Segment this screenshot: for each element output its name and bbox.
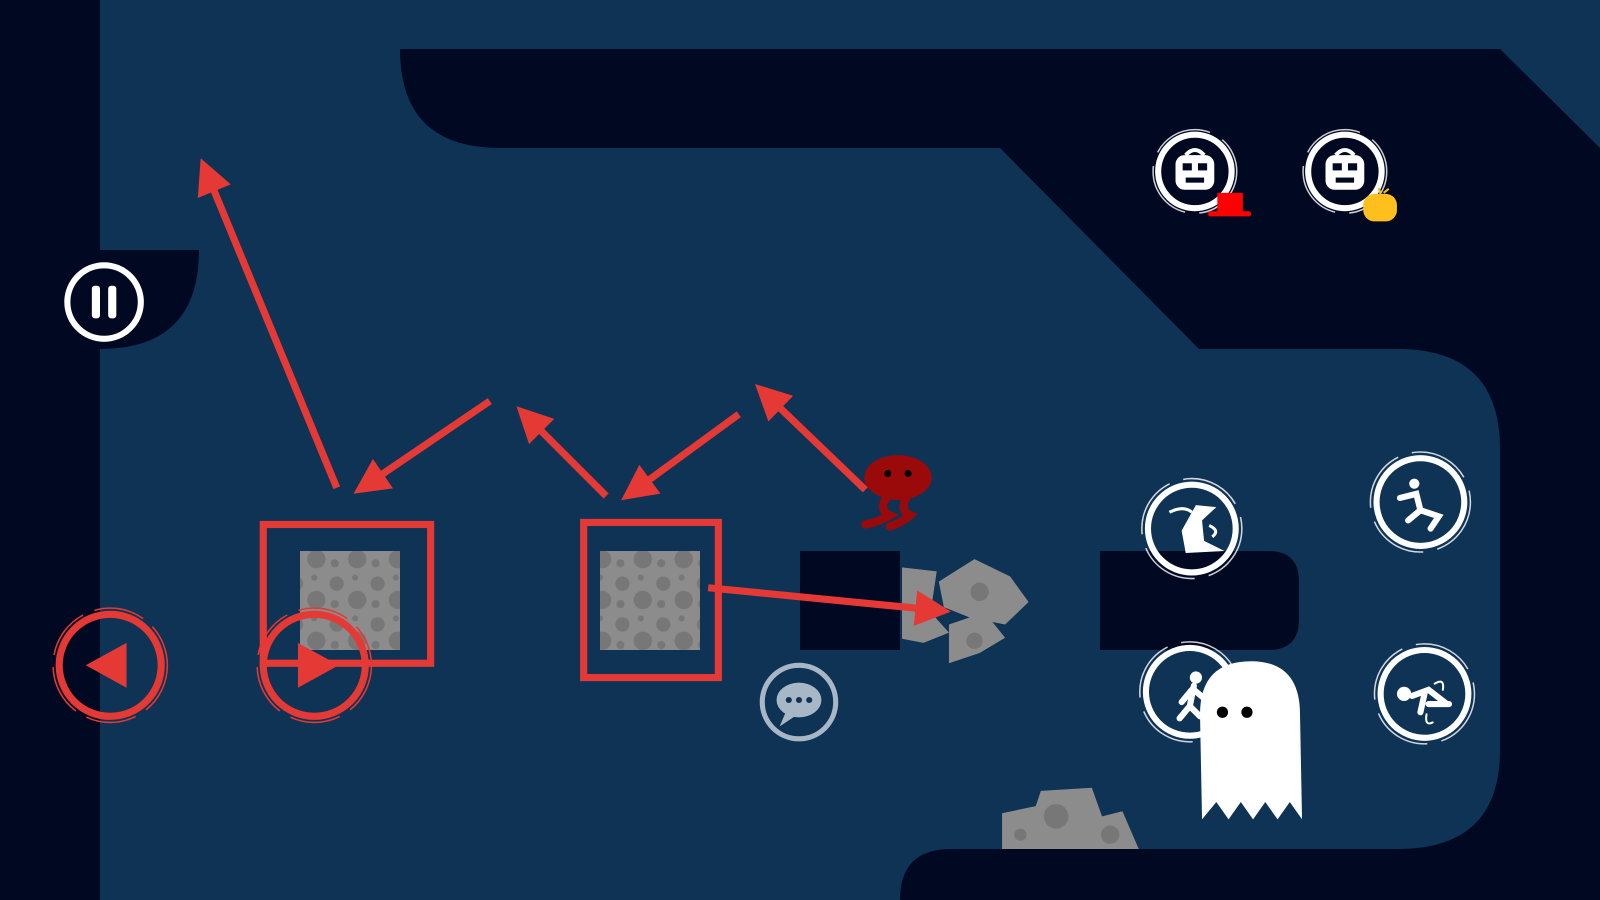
apple-icon bbox=[1363, 187, 1397, 222]
move-left-button[interactable] bbox=[52, 607, 169, 724]
inventory-slot-1[interactable] bbox=[1152, 128, 1252, 217]
pause-button[interactable] bbox=[64, 262, 144, 342]
red-hat-icon bbox=[1208, 192, 1252, 217]
hint-box bbox=[580, 518, 722, 682]
move-right-button[interactable] bbox=[256, 607, 373, 724]
jump-button[interactable] bbox=[1369, 451, 1472, 553]
pause-icon bbox=[91, 285, 100, 319]
walk-icon bbox=[1176, 671, 1210, 722]
left-wall bbox=[0, 0, 100, 900]
ceiling-and-right-wall bbox=[400, 48, 1600, 900]
jump-icon bbox=[1396, 478, 1444, 532]
platform-right bbox=[1100, 551, 1299, 650]
backpack-icon bbox=[1325, 147, 1365, 190]
hint-arrow bbox=[353, 398, 492, 494]
player-character bbox=[861, 455, 932, 531]
speech-bubble-icon bbox=[776, 682, 822, 727]
stone-block[interactable] bbox=[600, 551, 700, 650]
triangle-right-icon bbox=[297, 642, 339, 688]
ghost-enemy bbox=[1200, 661, 1303, 820]
hint-arrows bbox=[197, 158, 951, 626]
hint-arrow bbox=[754, 383, 868, 493]
kick-button[interactable] bbox=[1141, 477, 1243, 580]
hint-arrow bbox=[197, 158, 341, 490]
crawl-icon bbox=[1396, 680, 1453, 725]
kick-icon bbox=[1168, 505, 1225, 554]
backpack-icon bbox=[1175, 147, 1215, 190]
crawl-button[interactable] bbox=[1373, 643, 1476, 745]
stone-block[interactable] bbox=[300, 551, 400, 650]
chat-button[interactable] bbox=[759, 662, 839, 742]
hint-arrow bbox=[516, 406, 609, 499]
hint-box bbox=[259, 520, 435, 667]
rubble-pile bbox=[1002, 787, 1139, 849]
hint-arrow bbox=[621, 411, 741, 501]
triangle-left-icon bbox=[85, 642, 127, 688]
hint-arrow bbox=[707, 584, 951, 626]
inventory-slot-2[interactable] bbox=[1302, 128, 1397, 222]
